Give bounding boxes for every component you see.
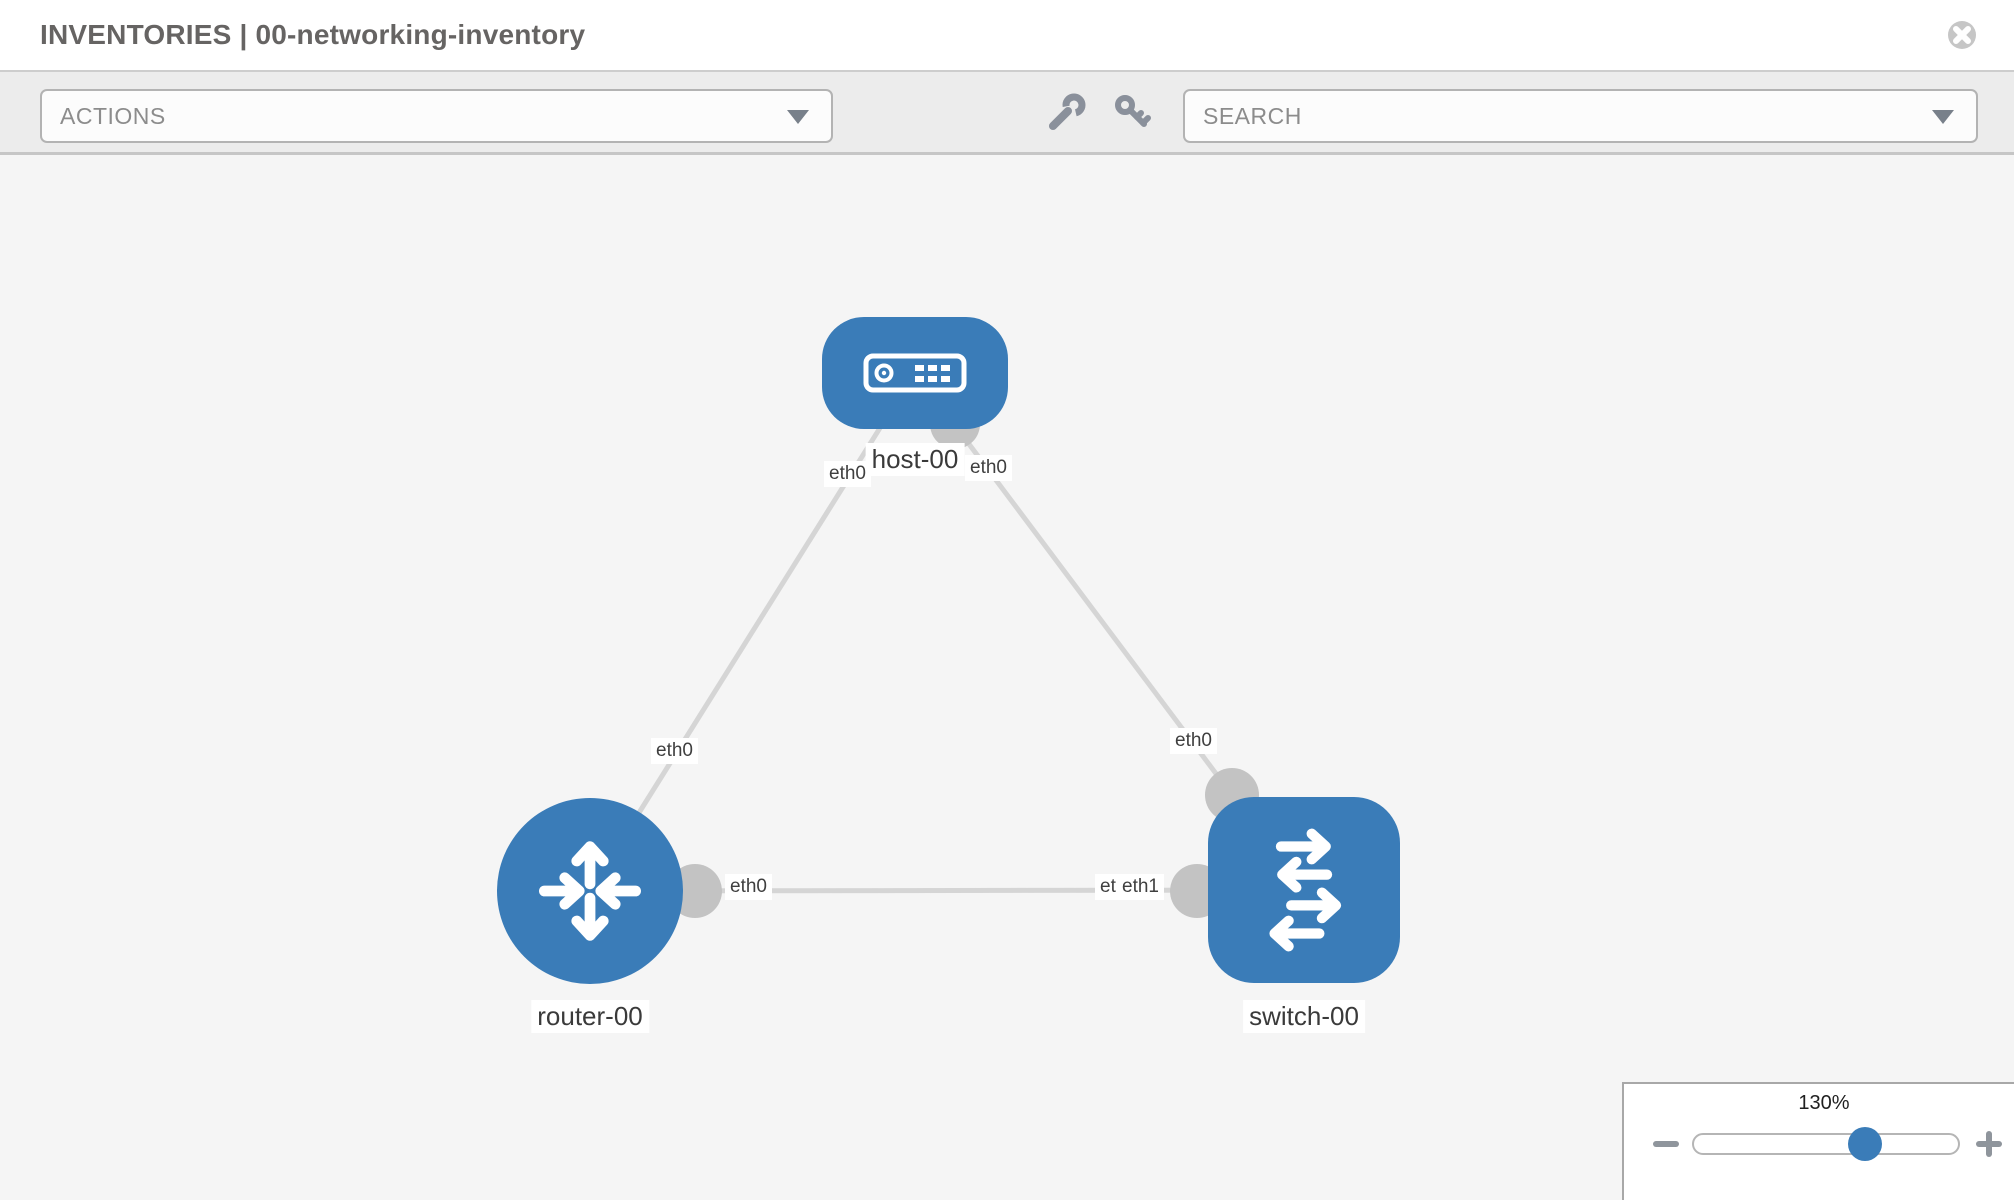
interface-label-host-eth0-to-router: eth0 xyxy=(824,461,871,487)
node-label-router: router-00 xyxy=(531,1000,649,1033)
node-router-00[interactable] xyxy=(497,798,683,984)
node-host-00[interactable] xyxy=(822,317,1008,429)
switch-icon xyxy=(1269,828,1342,952)
node-switch-00[interactable] xyxy=(1208,797,1400,983)
zoom-out-button[interactable] xyxy=(1650,1128,1682,1160)
minus-icon xyxy=(1653,1141,1679,1147)
interface-label-router-eth0-to-switch: eth0 xyxy=(725,874,772,900)
search-dropdown[interactable]: SEARCH xyxy=(1183,89,1978,143)
chevron-down-icon xyxy=(1932,110,1954,124)
zoom-slider-handle[interactable] xyxy=(1848,1127,1882,1161)
page-title: INVENTORIES | 00-networking-inventory xyxy=(40,19,586,50)
zoom-in-button[interactable] xyxy=(1973,1128,2005,1160)
node-label-switch: switch-00 xyxy=(1243,1000,1365,1033)
close-icon xyxy=(1948,21,1976,49)
credentials-button[interactable] xyxy=(1112,92,1154,134)
zoom-panel: 130% xyxy=(1622,1082,2014,1200)
zoom-slider-track[interactable] xyxy=(1692,1133,1960,1155)
plus-icon xyxy=(1986,1131,1992,1157)
interface-label-router-eth0-to-host: eth0 xyxy=(651,738,698,764)
router-icon xyxy=(539,841,641,941)
close-button[interactable] xyxy=(1946,19,1978,51)
configure-button[interactable] xyxy=(1046,92,1088,134)
node-label-host: host-00 xyxy=(865,443,965,476)
actions-dropdown[interactable]: ACTIONS xyxy=(40,89,833,143)
topology-links-layer xyxy=(587,370,1305,918)
topology-canvas[interactable]: host-00 router-00 switch-00 eth0 eth0 et… xyxy=(0,155,2014,1200)
link-router-host[interactable] xyxy=(587,370,918,893)
chevron-down-icon xyxy=(787,110,809,124)
zoom-level: 130% xyxy=(1798,1092,1850,1114)
header: INVENTORIES | 00-networking-inventory xyxy=(0,0,2014,70)
interface-label-switch-eth0-to-host: eth0 xyxy=(1170,728,1217,754)
actions-dropdown-label: ACTIONS xyxy=(60,103,166,129)
wrench-icon xyxy=(1049,93,1086,130)
interface-label-switch-eth1-to-router: eth1 xyxy=(1117,874,1164,900)
search-dropdown-label: SEARCH xyxy=(1203,103,1302,129)
interface-label-host-eth0-to-switch: eth0 xyxy=(965,455,1012,481)
host-icon xyxy=(863,353,967,393)
key-icon xyxy=(1115,95,1151,127)
toolbar: ACTIONS SEARCH xyxy=(0,70,2014,155)
